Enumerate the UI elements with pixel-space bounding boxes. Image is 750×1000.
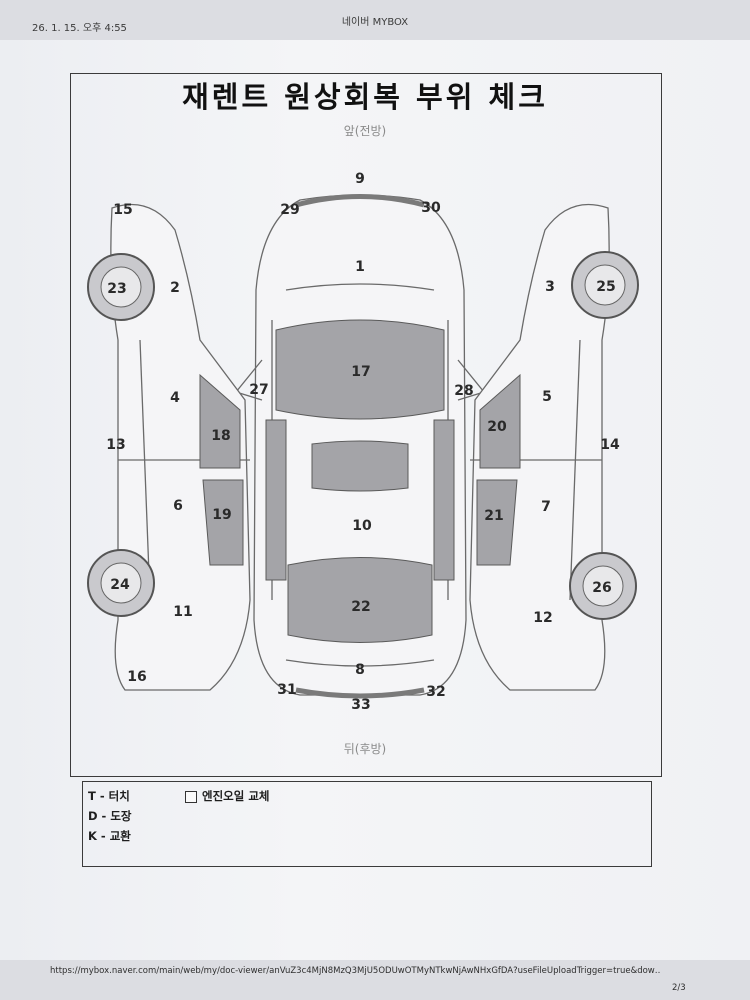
- part-number: 1: [355, 259, 365, 275]
- footer-page-number: 2/3: [672, 983, 686, 993]
- status-header: 26. 1. 15. 오후 4:55 네이버 MYBOX: [0, 0, 750, 40]
- part-number: 4: [170, 390, 180, 406]
- part-number: 20: [487, 419, 507, 435]
- right-rear-window: [476, 479, 518, 566]
- part-number: 21: [484, 508, 503, 524]
- part-number: 26: [592, 580, 611, 596]
- part-number: 14: [600, 437, 620, 453]
- part-number: 15: [113, 202, 132, 218]
- front-direction-label: 앞(전방): [343, 124, 387, 138]
- part-number: 31: [277, 682, 296, 698]
- left-rear-window: [202, 479, 244, 566]
- part-number: 19: [212, 507, 231, 523]
- part-number: 33: [351, 697, 370, 713]
- part-number: 18: [211, 428, 230, 444]
- part-number: 22: [351, 599, 370, 615]
- windshield: [275, 319, 445, 420]
- part-number: 11: [173, 604, 192, 620]
- part-number: 30: [421, 200, 441, 216]
- part-number: 23: [107, 281, 126, 297]
- part-number: 12: [533, 610, 552, 626]
- part-number: 5: [542, 389, 552, 405]
- document-page: 재렌트 원상회복 부위 체크 앞(전방) 뒤(후방): [0, 40, 750, 960]
- legend-replace: K - 교환: [88, 829, 131, 843]
- top-view-front-bumper: [295, 194, 425, 208]
- legend-paint: D - 도장: [88, 809, 132, 823]
- document-title: 재렌트 원상회복 부위 체크: [182, 80, 548, 114]
- part-number: 17: [351, 364, 370, 380]
- top-view-rear-bumper: [295, 687, 425, 699]
- app-title: 네이버 MYBOX: [341, 17, 409, 28]
- part-number: 6: [173, 498, 183, 514]
- rear-window: [287, 557, 433, 643]
- part-number: 25: [596, 279, 615, 295]
- right-side-windows-top: [433, 419, 455, 581]
- left-side-windows-top: [265, 419, 287, 581]
- right-front-window: [479, 373, 521, 469]
- part-number: 7: [541, 499, 551, 515]
- rear-direction-label: 뒤(후방): [343, 742, 387, 756]
- part-number: 27: [249, 382, 268, 398]
- part-number: 29: [280, 202, 299, 218]
- part-number: 10: [352, 518, 372, 534]
- part-number: 8: [355, 662, 365, 678]
- part-number: 32: [426, 684, 445, 700]
- print-datetime: 26. 1. 15. 오후 4:55: [32, 23, 127, 34]
- engine-oil-label: 엔진오일 교체: [202, 789, 270, 803]
- part-number: 24: [110, 577, 130, 593]
- footer-url: https://mybox.naver.com/main/web/my/doc-…: [50, 966, 660, 976]
- part-number: 28: [454, 383, 473, 399]
- car-damage-diagram: 1 2 3 4 5 6 7 8 9 10 11 12 13 14 15 16 1…: [87, 171, 639, 713]
- engine-oil-checkbox[interactable]: [185, 791, 197, 803]
- part-number: 16: [127, 669, 146, 685]
- legend-touch: T - 터치: [88, 789, 130, 803]
- left-front-window: [199, 373, 241, 469]
- part-number: 3: [545, 279, 555, 295]
- part-number: 2: [170, 280, 180, 296]
- notes-box: [82, 781, 652, 867]
- part-number: 9: [355, 171, 365, 187]
- part-number: 13: [106, 437, 125, 453]
- sunroof: [311, 440, 409, 492]
- diagram-frame: [70, 73, 662, 777]
